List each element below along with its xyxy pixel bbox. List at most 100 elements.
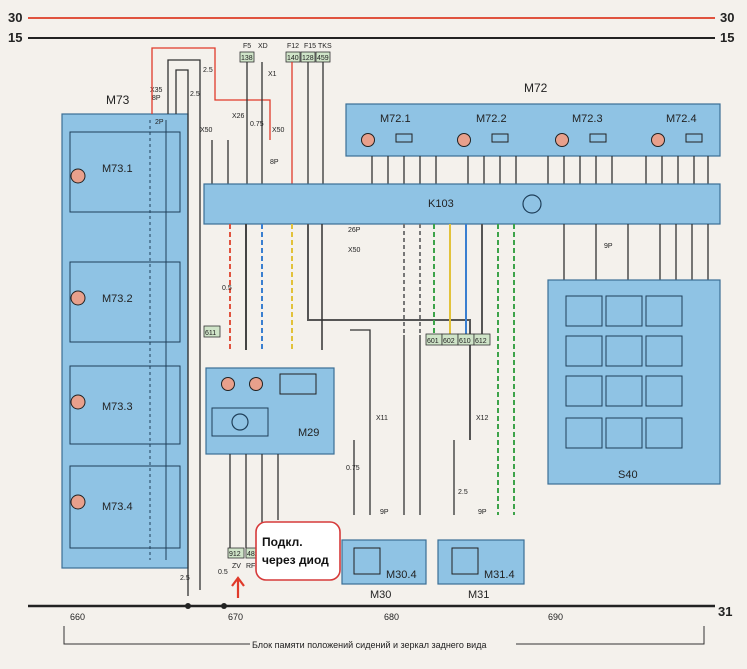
k103-ecu-icon: [522, 194, 542, 214]
bottom-scale: 660 670 680 690: [70, 612, 563, 622]
m73-2-label: M73.2: [102, 293, 133, 305]
m72-3-sensor-icon: [589, 133, 607, 143]
tag-128: 128: [302, 55, 314, 62]
m72-1-sensor-icon: [395, 133, 413, 143]
x50-label-a: X50: [200, 127, 213, 134]
m29-ecu-icon: [231, 413, 249, 431]
tag-610: 610: [459, 338, 471, 345]
wire-05-b: 0.5: [218, 569, 228, 576]
m73-2-box: [69, 261, 181, 343]
m72-3-label: M72.3: [572, 113, 603, 125]
m73-panel: [61, 113, 189, 569]
s40-panel: [547, 279, 721, 485]
wire-25-b: 2.5: [190, 91, 200, 98]
x35-label: X35: [150, 87, 163, 94]
m30-4-label: M30.4: [386, 569, 417, 581]
s40-label: S40: [618, 469, 638, 481]
x11-label: X11: [376, 415, 388, 422]
rail-30-label-right: 30: [720, 10, 734, 25]
m72-4-sensor-icon: [685, 133, 703, 143]
k103-panel: [203, 183, 721, 225]
ground-junction-1: [185, 603, 191, 609]
tag-140-box: [285, 51, 301, 63]
fuse-f15-label: F15: [304, 43, 316, 50]
x50-label-b: X50: [272, 127, 285, 134]
caption: Блок памяти положений сидений и зеркал з…: [252, 640, 486, 650]
rf-label: RF: [246, 563, 255, 570]
wire-x50-pair: [211, 140, 229, 185]
wire-075-a: 0.75: [250, 121, 264, 128]
wire-075-b: 0.75: [346, 465, 360, 472]
m73-1-label: M73.1: [102, 163, 133, 175]
m72-2-motor-icon: [457, 133, 471, 147]
wire-gray-pair: [403, 224, 421, 335]
tag-459: 459: [317, 55, 329, 62]
tan-wire-main: [167, 59, 201, 590]
m73-label: M73: [106, 93, 130, 107]
tag-482: 482: [247, 551, 259, 558]
p9-label-c: 9P: [478, 509, 487, 516]
m72-2-sensor-icon: [491, 133, 509, 143]
scale-690: 690: [548, 612, 563, 622]
rail-15-label-left: 15: [8, 30, 22, 45]
scale-660: 660: [70, 612, 85, 622]
m72-1-motor-icon: [361, 133, 375, 147]
k103-label: K103: [428, 198, 454, 210]
p2-label: 2P: [155, 119, 164, 126]
m72-3-motor-icon: [555, 133, 569, 147]
wire-gray-x12: [307, 224, 471, 440]
m73-1-motor-icon: [70, 168, 86, 184]
dark-wire-main: [175, 69, 189, 596]
m30-label: M30: [370, 589, 391, 601]
ground-junction-2: [221, 603, 227, 609]
tag-612-box: [473, 333, 491, 346]
scale-680: 680: [384, 612, 399, 622]
tag-602: 602: [443, 338, 455, 345]
caption-bracket: [63, 626, 705, 645]
rail-30-label-left: 30: [8, 10, 22, 25]
red-wire-x35: [151, 47, 271, 140]
x12-label: X12: [476, 415, 489, 422]
rail-15-label-right: 15: [720, 30, 734, 45]
tag-612: 612: [475, 338, 487, 345]
fuse-xd-label: XD: [258, 43, 268, 50]
m72-panel: [345, 103, 721, 157]
m73-4-label: M73.4: [102, 501, 133, 513]
x26-label: X26: [232, 113, 245, 120]
wire-25-a: 2.5: [203, 67, 213, 74]
m29-motor-2-icon: [249, 377, 263, 391]
note-callout: [255, 521, 341, 581]
x11-wires: [350, 329, 421, 515]
tag-611-box: [203, 325, 221, 338]
rail-31-label: 31: [718, 604, 732, 619]
tag-611: 611: [205, 330, 216, 337]
x35-pins-label: 8P: [152, 95, 161, 102]
m73-4-box: [69, 465, 181, 549]
m29-sensor-icon: [279, 373, 317, 395]
m73-4-motor-icon: [70, 494, 86, 510]
m72-4-label: M72.4: [666, 113, 697, 125]
note-arrow-icon: [231, 576, 245, 598]
m72-label: M72: [524, 81, 548, 95]
m29-bottom-wires: [229, 454, 279, 548]
note-line-1: Подкл.: [262, 535, 303, 549]
m31-4-sensor-icon: [451, 547, 479, 575]
m30-panel: [341, 539, 427, 585]
note-line-2: через диод: [262, 553, 329, 567]
tag-912-box: [227, 547, 245, 559]
fuse-tks-label: TKS: [318, 43, 332, 50]
wire-25-d: 2.5: [458, 489, 468, 496]
m29-ecu-box: [211, 407, 269, 437]
m31-label: M31: [468, 589, 489, 601]
p26-label: 26P: [348, 227, 361, 234]
wire-05-a: 0.5: [222, 285, 232, 292]
m72-1-label: M72.1: [380, 113, 411, 125]
m73-3-label: M73.3: [102, 401, 133, 413]
m72-4-motor-icon: [651, 133, 665, 147]
m73-3-motor-icon: [70, 394, 86, 410]
tag-138: 138: [241, 55, 253, 62]
tag-912: 912: [229, 551, 241, 558]
p9-label-b: 9P: [380, 509, 389, 516]
p8-label: 8P: [270, 159, 279, 166]
